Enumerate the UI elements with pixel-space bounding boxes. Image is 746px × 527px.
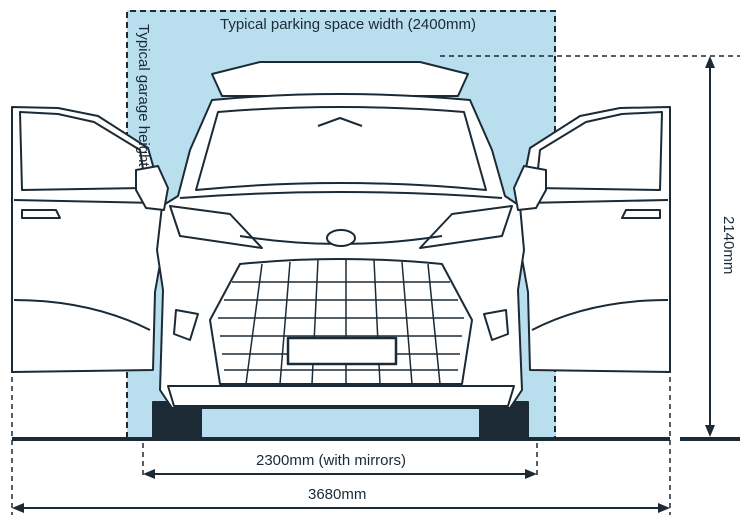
right-door-curve bbox=[531, 299, 669, 331]
garage-height-label: Typical garage height bbox=[135, 24, 152, 167]
mirror-arrow-left bbox=[143, 469, 155, 479]
headlight-right bbox=[419, 205, 513, 249]
emblem bbox=[326, 229, 356, 247]
left-mirror bbox=[135, 165, 169, 211]
doors-arrow-right bbox=[658, 503, 670, 513]
wiper bbox=[317, 117, 363, 127]
left-door-curve bbox=[13, 299, 151, 331]
doors-open-width-label: 3680mm bbox=[308, 486, 367, 503]
headlight-left bbox=[169, 205, 263, 249]
grille bbox=[209, 258, 473, 385]
windscreen bbox=[195, 106, 487, 191]
fog-light-right bbox=[483, 309, 509, 341]
fog-light-left bbox=[173, 309, 199, 341]
height-arrow-bottom bbox=[705, 425, 715, 437]
doors-arrow-left bbox=[12, 503, 24, 513]
height-arrow-top bbox=[705, 56, 715, 68]
hood-line bbox=[179, 191, 503, 199]
mirror-arrow-right bbox=[525, 469, 537, 479]
left-door-window bbox=[19, 111, 147, 191]
number-plate bbox=[286, 336, 398, 366]
roof-spoiler bbox=[211, 61, 469, 97]
left-door-crease bbox=[13, 199, 159, 204]
right-mirror bbox=[513, 165, 547, 211]
mirror-width-label: 2300mm (with mirrors) bbox=[256, 452, 407, 469]
left-door-handle bbox=[21, 209, 61, 219]
right-door-crease bbox=[523, 199, 669, 204]
lower-bumper bbox=[167, 385, 515, 407]
right-door-handle bbox=[621, 209, 661, 219]
vehicle-height-label: 2140mm bbox=[720, 216, 737, 275]
right-door-window bbox=[535, 111, 663, 191]
parking-width-label: Typical parking space width (2400mm) bbox=[220, 16, 476, 33]
vehicle bbox=[11, 61, 671, 440]
